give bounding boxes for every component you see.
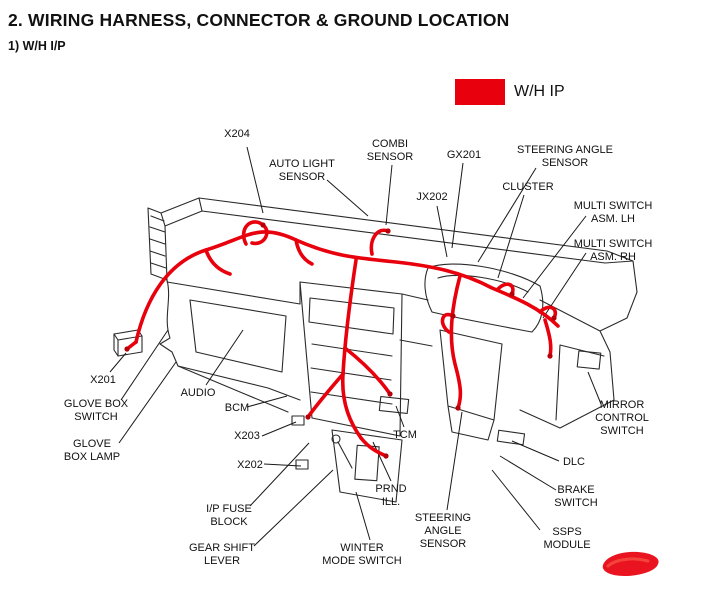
label-steering-angle-sensor-bottom: STEERING ANGLE SENSOR bbox=[414, 512, 472, 550]
label-combi-sensor: COMBI SENSOR bbox=[366, 138, 414, 163]
label-ip-fuse-block: I/P FUSE BLOCK bbox=[206, 503, 252, 528]
harness-connector-nodes bbox=[124, 222, 557, 459]
legend: W/H IP bbox=[455, 79, 565, 105]
label-x201: X201 bbox=[90, 374, 116, 386]
label-cluster: CLUSTER bbox=[502, 181, 554, 193]
label-gear-shift-lever: GEAR SHIFT LEVER bbox=[188, 542, 256, 567]
label-tcm: TCM bbox=[393, 429, 417, 441]
label-glove-box-lamp: GLOVE BOX LAMP bbox=[63, 438, 121, 463]
label-jx202: JX202 bbox=[416, 191, 448, 203]
label-x204: X204 bbox=[224, 128, 250, 140]
label-winter-mode-switch: WINTER MODE SWITCH bbox=[322, 542, 402, 567]
redaction-scribble-icon bbox=[602, 551, 659, 576]
legend-label: W/H IP bbox=[514, 83, 565, 100]
label-auto-light-sensor: AUTO LIGHT SENSOR bbox=[269, 158, 335, 183]
page-title: 2. WIRING HARNESS, CONNECTOR & GROUND LO… bbox=[8, 10, 510, 30]
label-mirror-control-switch: MIRROR CONTROL SWITCH bbox=[595, 399, 649, 437]
label-steering-angle-sensor-top: STEERING ANGLE SENSOR bbox=[517, 144, 613, 169]
label-audio: AUDIO bbox=[180, 387, 216, 399]
label-x202: X202 bbox=[237, 459, 263, 471]
label-glove-box-switch: GLOVE BOX SWITCH bbox=[63, 398, 129, 423]
legend-color-swatch bbox=[455, 79, 505, 105]
dashboard-line-art bbox=[113, 197, 638, 503]
label-x203: X203 bbox=[234, 430, 260, 442]
leader-lines bbox=[109, 146, 602, 547]
label-bcm: BCM bbox=[224, 402, 250, 414]
label-prnd-ill: PRND ILL. bbox=[375, 483, 407, 508]
label-ssps-module: SSPS MODULE bbox=[543, 526, 591, 551]
label-multi-switch-asm-rh: MULTI SWITCH ASM. RH bbox=[573, 238, 653, 263]
label-brake-switch: BRAKE SWITCH bbox=[554, 484, 598, 509]
section-subtitle: 1) W/H I/P bbox=[8, 39, 66, 53]
label-multi-switch-asm-lh: MULTI SWITCH ASM. LH bbox=[573, 200, 653, 225]
label-gx201: GX201 bbox=[446, 149, 482, 161]
label-dlc: DLC bbox=[562, 456, 586, 468]
